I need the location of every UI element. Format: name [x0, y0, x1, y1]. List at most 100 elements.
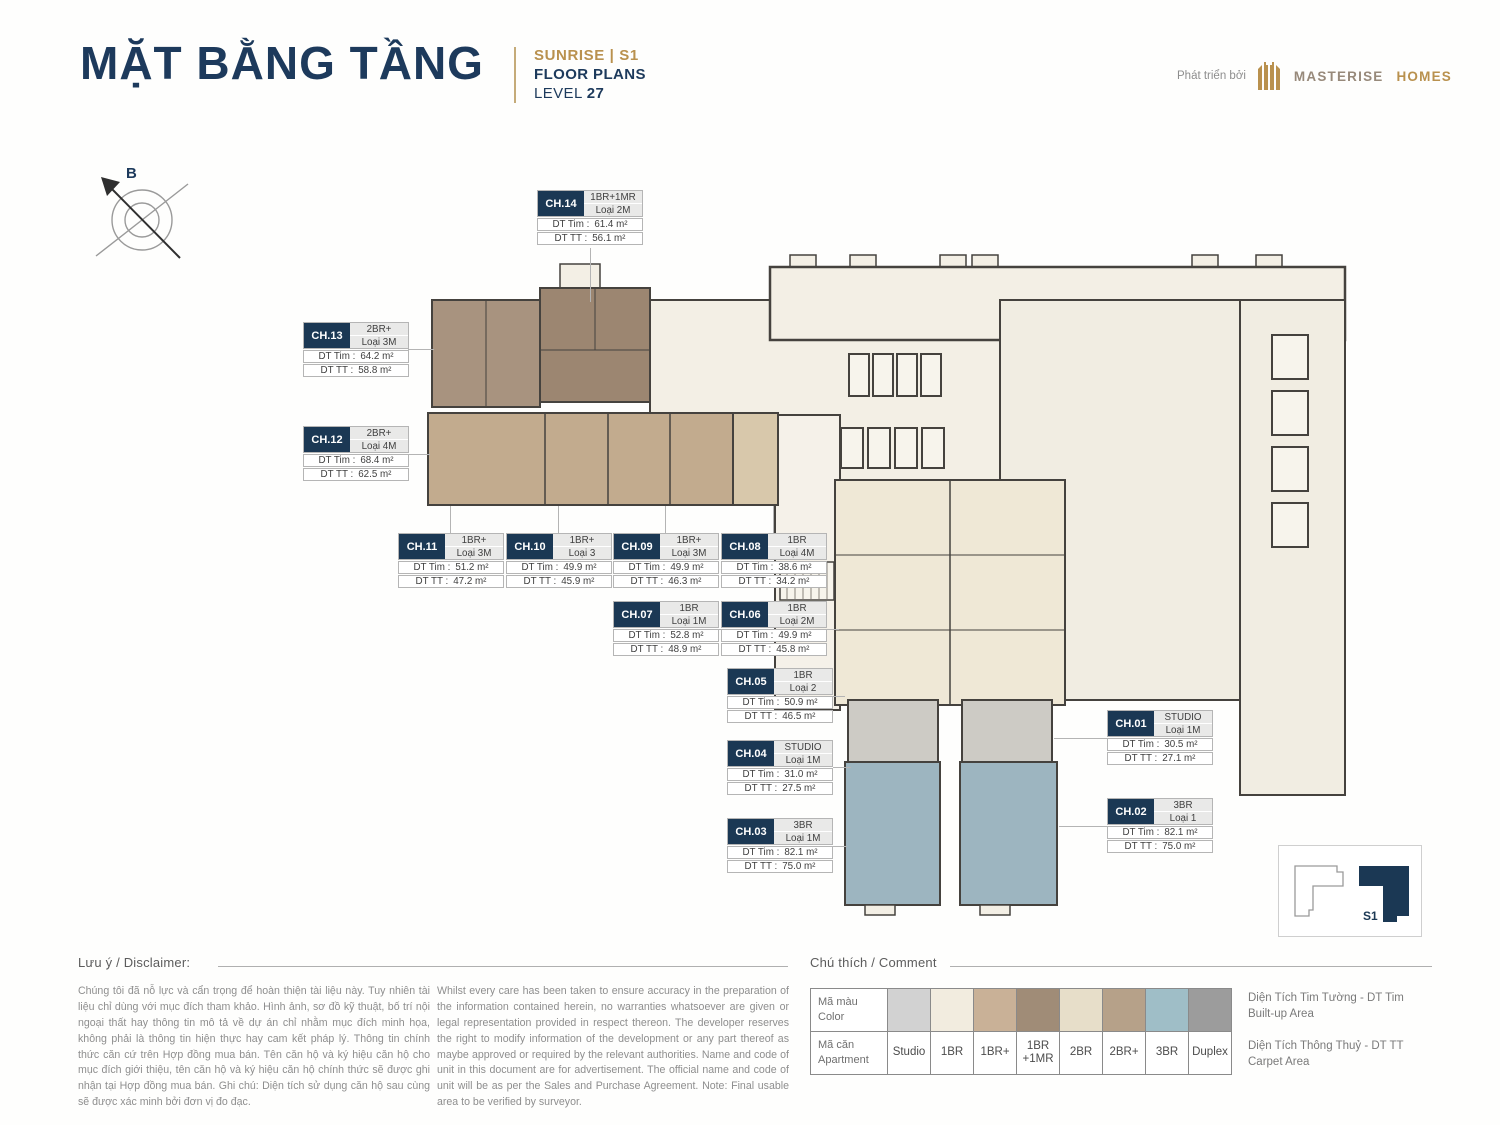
dt-tim-value: 49.9 m²: [778, 630, 812, 641]
leader-ch06: [827, 629, 839, 630]
leader-ch02: [1059, 826, 1107, 827]
unit-type: 2BR+: [350, 323, 408, 336]
unit-type: 1BR: [774, 669, 832, 682]
unit-variant: Loại 1M: [1154, 724, 1212, 736]
dt-tim-label: DT Tim :: [552, 219, 590, 230]
legend-swatch-3br: [1146, 989, 1188, 1031]
leader-ch11: [450, 506, 451, 535]
keyplan-s1-building: [1359, 866, 1409, 922]
legend-type-label: 2BR+: [1103, 1032, 1145, 1074]
dt-tt-value: 46.3 m²: [668, 576, 702, 587]
unit-type: 1BR: [768, 534, 826, 547]
unit-variant: Loại 1M: [660, 615, 718, 627]
unit-area-ch01: [961, 699, 1053, 763]
legend-type-label: 1BR: [931, 1032, 973, 1074]
dt-tt-label: DT TT :: [630, 576, 664, 587]
dt-tt-label: DT TT :: [744, 861, 778, 872]
disclaimer-english: Whilst every care has been taken to ensu…: [437, 985, 789, 1109]
area-note-vi: Diện Tích Tim Tường - DT Tim: [1248, 992, 1404, 1004]
dt-tim-label: DT Tim :: [413, 562, 451, 573]
unit-variant: Loại 3: [553, 547, 611, 559]
dt-tt-value: 56.1 m²: [592, 233, 626, 244]
unit-variant: Loại 2: [774, 682, 832, 694]
unit-type: 1BR+: [553, 534, 611, 547]
unit-type: 3BR: [1154, 799, 1212, 812]
dt-tt-value: 45.9 m²: [561, 576, 595, 587]
unit-id: CH.10: [507, 534, 553, 559]
dt-tt-value: 27.5 m²: [782, 783, 816, 794]
service-shafts: [1271, 334, 1309, 548]
keyplan-s1-label: S1: [1363, 909, 1378, 923]
unit-area-ch13-ch14: [431, 287, 651, 408]
disclaimer-rule: [218, 966, 788, 967]
dt-tim-value: 30.5 m²: [1164, 739, 1198, 750]
dt-tt-label: DT TT :: [744, 783, 778, 794]
dt-tt-value: 45.8 m²: [776, 644, 810, 655]
dt-tim-value: 50.9 m²: [784, 697, 818, 708]
dt-tim-value: 82.1 m²: [1164, 827, 1198, 838]
dt-tt-label: DT TT :: [415, 576, 449, 587]
compass: B: [88, 160, 192, 269]
unit-id: CH.07: [614, 602, 660, 627]
leader-ch01: [1054, 738, 1107, 739]
dt-tim-value: 68.4 m²: [360, 455, 394, 466]
dt-tim-value: 38.6 m²: [778, 562, 812, 573]
legend-title: Chú thích / Comment: [810, 955, 937, 970]
dt-tt-label: DT TT :: [320, 469, 354, 480]
keyplan-other-building: [1294, 865, 1344, 917]
disclaimer-title: Lưu ý / Disclaimer:: [78, 955, 191, 970]
dt-tim-label: DT Tim :: [318, 455, 356, 466]
leader-ch09: [665, 506, 666, 535]
legend-swatch-1br: [931, 989, 973, 1031]
unit-id: CH.04: [728, 741, 774, 766]
unit-type: 1BR: [768, 602, 826, 615]
unit-stack: [834, 479, 1066, 916]
legend-apartment-label-en: Apartment: [818, 1054, 869, 1066]
unit-area-ch03: [844, 761, 941, 906]
dt-tt-label: DT TT :: [1124, 841, 1158, 852]
masterise-logo-icon: [1257, 62, 1280, 90]
unit-variant: Loại 4M: [350, 440, 408, 452]
unit-id: CH.03: [728, 819, 774, 844]
unit-id: CH.12: [304, 427, 350, 452]
unit-id: CH.08: [722, 534, 768, 559]
unit-variant: Loại 3M: [350, 336, 408, 348]
area-note-vi: Diện Tích Thông Thuỷ - DT TT: [1248, 1040, 1404, 1053]
unit-variant: Loại 1M: [774, 754, 832, 766]
north-arrow-icon: [101, 177, 120, 196]
dt-tt-value: 47.2 m²: [453, 576, 487, 587]
balcony-tabs: [559, 254, 1283, 290]
dt-tim-label: DT Tim :: [318, 351, 356, 362]
unit-variant: Loại 3M: [445, 547, 503, 559]
developer-name-suffix: HOMES: [1396, 68, 1452, 84]
legend-type-label: 3BR: [1146, 1032, 1188, 1074]
dt-tim-label: DT Tim :: [1122, 827, 1160, 838]
unit-variant: Loại 1M: [774, 832, 832, 844]
compass-north-label: B: [126, 165, 137, 182]
dt-tim-label: DT Tim :: [736, 562, 774, 573]
dt-tim-label: DT Tim :: [521, 562, 559, 573]
project-name: SUNRISE | S1: [534, 47, 639, 64]
unit-type: STUDIO: [1154, 711, 1212, 724]
developer-block: Phát triển bởi MASTERISE HOMES: [1177, 60, 1452, 92]
legend-color-label-en: Color: [818, 1011, 845, 1023]
unit-id: CH.01: [1108, 711, 1154, 736]
dt-tim-label: DT Tim :: [628, 630, 666, 641]
unit-id: CH.14: [538, 191, 584, 216]
legend-apartment-row-label: Mã căn Apartment: [811, 1032, 887, 1074]
dt-tt-value: 58.8 m²: [358, 365, 392, 376]
legend-swatch-2br-: [1103, 989, 1145, 1031]
dt-tt-label: DT TT :: [738, 644, 772, 655]
dt-tt-label: DT TT :: [744, 711, 778, 722]
unit-id: CH.06: [722, 602, 768, 627]
